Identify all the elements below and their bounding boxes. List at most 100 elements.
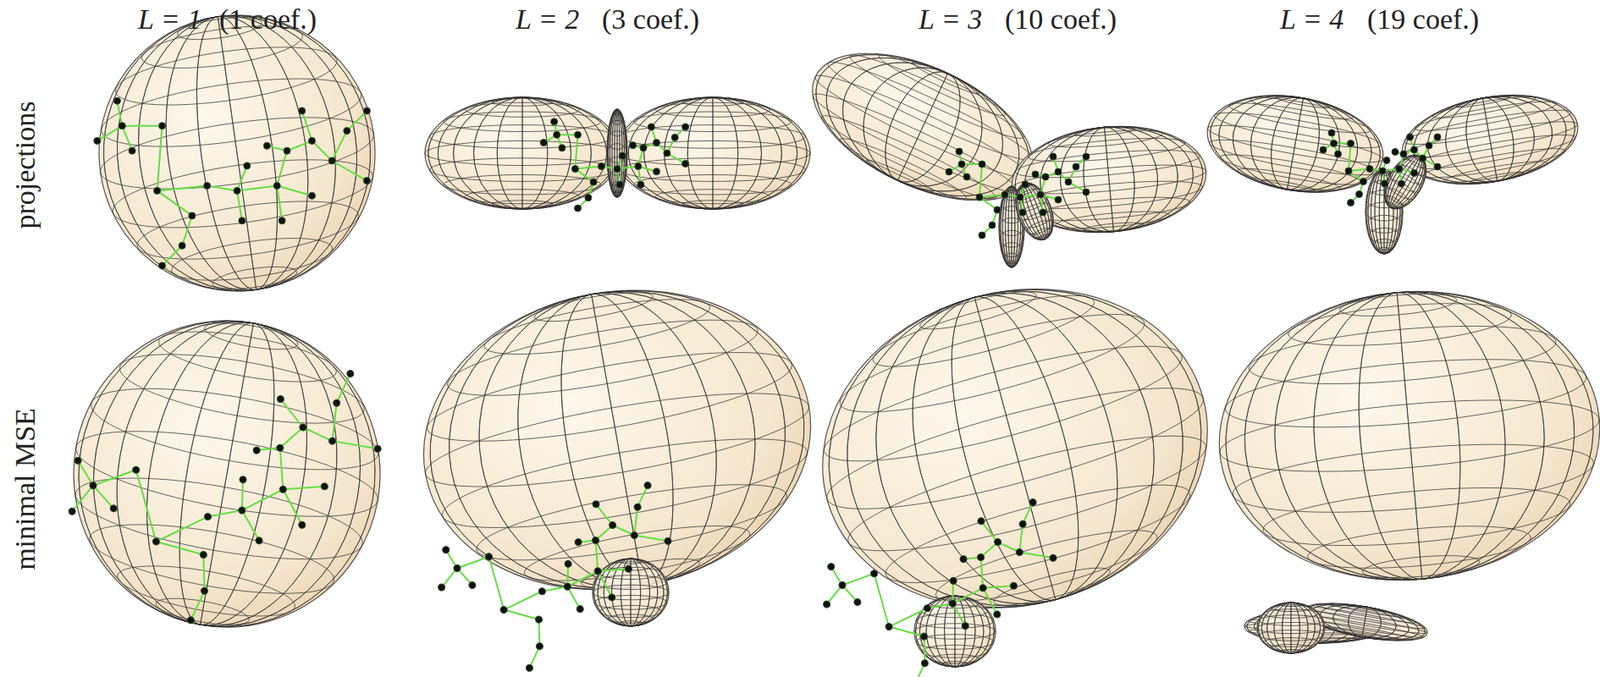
bond-line bbox=[93, 469, 137, 486]
atom-dot bbox=[237, 506, 247, 515]
meridian-line bbox=[1079, 125, 1139, 235]
atom-dot bbox=[955, 148, 963, 155]
atom-dot bbox=[822, 600, 831, 609]
parallel-line bbox=[613, 190, 620, 197]
parallel-line bbox=[1468, 170, 1524, 186]
meridian-line bbox=[54, 297, 399, 651]
parallel-line bbox=[436, 420, 813, 547]
lobe-surface bbox=[1007, 118, 1211, 241]
atom-dot bbox=[1018, 519, 1027, 529]
bond-line bbox=[485, 557, 508, 611]
atom-dot bbox=[682, 123, 690, 131]
bond-line bbox=[457, 557, 490, 569]
parallel-line bbox=[1361, 551, 1481, 582]
parallel-line bbox=[1384, 176, 1418, 204]
bond-line bbox=[276, 186, 282, 221]
parallel-line bbox=[1342, 631, 1382, 640]
parallel-line bbox=[419, 374, 815, 507]
parallel-line bbox=[210, 262, 298, 293]
atom-dot bbox=[298, 423, 308, 432]
parallel-line bbox=[867, 281, 1100, 381]
atom-dot bbox=[629, 530, 639, 540]
meridian-line bbox=[999, 186, 1025, 268]
meridian-line bbox=[822, 38, 1025, 217]
atom-dot bbox=[204, 182, 211, 190]
molecule-model bbox=[1319, 129, 1441, 207]
parallel-line bbox=[655, 102, 770, 117]
atom-dot bbox=[452, 563, 462, 573]
meridian-line bbox=[926, 284, 1105, 613]
lobe-surface bbox=[592, 558, 669, 627]
meridian-line bbox=[1213, 276, 1600, 596]
harmonic-lobe bbox=[615, 97, 811, 210]
meridian-line bbox=[1420, 87, 1560, 193]
bond-line bbox=[242, 508, 260, 543]
meridian-line bbox=[1397, 82, 1582, 197]
parallel-line bbox=[807, 83, 1023, 202]
meridian-line bbox=[99, 0, 376, 307]
atom-dot bbox=[238, 475, 248, 485]
parallel-line bbox=[611, 113, 624, 125]
parallel-line bbox=[532, 286, 655, 328]
parallel-line bbox=[154, 593, 251, 631]
parallel-line bbox=[607, 131, 628, 150]
atom-dot bbox=[634, 163, 642, 171]
bond-line bbox=[276, 186, 312, 197]
parallel-line bbox=[594, 595, 668, 610]
harmonic-lobe bbox=[998, 186, 1025, 268]
meridian-line bbox=[628, 97, 797, 210]
atom-dot bbox=[343, 127, 351, 135]
parallel-line bbox=[1406, 154, 1428, 172]
atom-dot bbox=[616, 181, 624, 188]
atom-dot bbox=[275, 443, 285, 453]
lobe-surface bbox=[786, 247, 1244, 651]
parallel-line bbox=[84, 510, 339, 607]
parallel-line bbox=[865, 156, 935, 195]
meridian-line bbox=[1261, 602, 1320, 654]
atom-dot bbox=[238, 217, 246, 225]
parallel-line bbox=[464, 189, 580, 205]
atom-dot bbox=[869, 569, 878, 579]
molecule-model bbox=[425, 473, 697, 677]
parallel-line bbox=[443, 174, 602, 194]
atom-dot bbox=[562, 582, 572, 591]
atom-dot bbox=[1356, 191, 1363, 199]
meridian-line bbox=[182, 11, 293, 296]
parallel-line bbox=[1385, 201, 1397, 210]
bond-line bbox=[276, 150, 287, 186]
parallel-line bbox=[611, 182, 624, 194]
atom-dot bbox=[1328, 129, 1336, 137]
meridian-line bbox=[811, 253, 1220, 644]
bond-line bbox=[625, 507, 646, 536]
parallel-line bbox=[1014, 186, 1044, 206]
atom-dot bbox=[1031, 171, 1039, 178]
atom-dot bbox=[1379, 167, 1386, 175]
atom-dot bbox=[838, 580, 847, 590]
meridian-line bbox=[455, 270, 778, 610]
bond-line bbox=[332, 427, 379, 464]
atom-dot bbox=[884, 622, 894, 631]
bond-line bbox=[154, 517, 210, 542]
meridian-line bbox=[664, 97, 762, 210]
parallel-line bbox=[1312, 618, 1415, 642]
atom-dot bbox=[198, 550, 208, 559]
parallel-line bbox=[202, 317, 299, 355]
meridian-line bbox=[1378, 148, 1434, 216]
atom-dot bbox=[653, 139, 661, 147]
atom-dot bbox=[254, 536, 264, 546]
meridian-line bbox=[1079, 125, 1139, 235]
atom-dot bbox=[682, 160, 690, 167]
lobe-surface bbox=[1199, 82, 1391, 206]
lobe-surface bbox=[81, 0, 393, 309]
atom-dot bbox=[535, 642, 544, 652]
lobe-surface bbox=[790, 22, 1056, 231]
bond-line bbox=[1010, 524, 1032, 552]
parallel-line bbox=[1382, 185, 1412, 209]
meridian-line bbox=[597, 558, 664, 627]
bond-line bbox=[182, 590, 213, 621]
parallel-line bbox=[133, 190, 362, 271]
atom-dot bbox=[653, 168, 661, 176]
parallel-line bbox=[1218, 148, 1363, 191]
parallel-line bbox=[1443, 157, 1549, 187]
